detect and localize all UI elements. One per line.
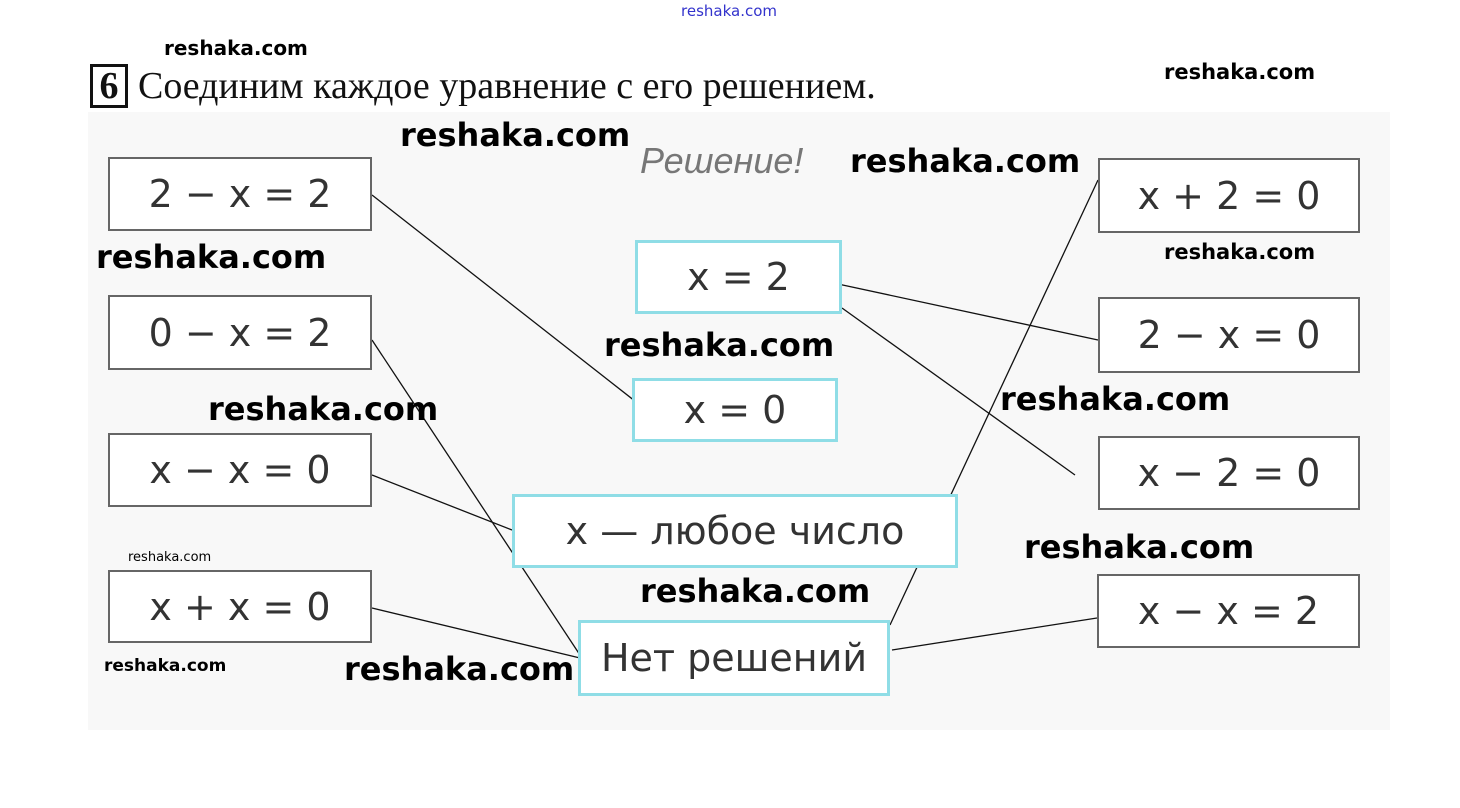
right-equation-2: 2 − x = 0: [1098, 297, 1360, 373]
connector: [841, 307, 1076, 476]
left-equation-4: x + x = 0: [108, 570, 372, 643]
connector: [371, 474, 513, 531]
task-text: Соединим каждое уравнение с его решением…: [138, 65, 876, 107]
solution-any-number: x — любое число: [512, 494, 958, 568]
left-equation-3: x − x = 0: [108, 433, 372, 507]
watermark: reshaka.com: [164, 36, 308, 60]
solution-x-equals-2: x = 2: [635, 240, 842, 314]
connector: [371, 194, 641, 406]
right-equation-4: x − x = 2: [1097, 574, 1360, 648]
right-equation-3: x − 2 = 0: [1098, 436, 1360, 510]
watermark: reshaka.com: [1024, 528, 1255, 566]
solution-no-solutions: Нет решений: [578, 620, 890, 696]
watermark: reshaka.com: [1164, 60, 1316, 84]
watermark: reshaka.com: [104, 656, 227, 676]
solution-heading: Решение!: [640, 140, 804, 181]
watermark: reshaka.com: [344, 650, 575, 688]
watermark: reshaka.com: [604, 326, 835, 364]
connector: [371, 339, 581, 656]
watermark: reshaka.com: [850, 142, 1081, 180]
task-number: 6: [90, 64, 128, 108]
connector: [837, 283, 1099, 341]
watermark: reshaka.com: [640, 572, 871, 610]
watermark: reshaka.com: [400, 116, 631, 154]
watermark: reshaka.com: [1164, 240, 1316, 264]
connector: [891, 617, 1098, 651]
left-equation-2: 0 − x = 2: [108, 295, 372, 370]
watermark: reshaka.com: [128, 550, 212, 565]
task-heading: 6 Соединим каждое уравнение с его решени…: [90, 64, 876, 108]
solution-x-equals-0: x = 0: [632, 378, 838, 442]
connector: [371, 607, 581, 659]
left-equation-1: 2 − x = 2: [108, 157, 372, 231]
watermark: reshaka.com: [96, 238, 327, 276]
watermark: reshaka.com: [1000, 380, 1231, 418]
right-equation-1: x + 2 = 0: [1098, 158, 1360, 233]
watermark: reshaka.com: [681, 2, 777, 20]
watermark: reshaka.com: [208, 390, 439, 428]
